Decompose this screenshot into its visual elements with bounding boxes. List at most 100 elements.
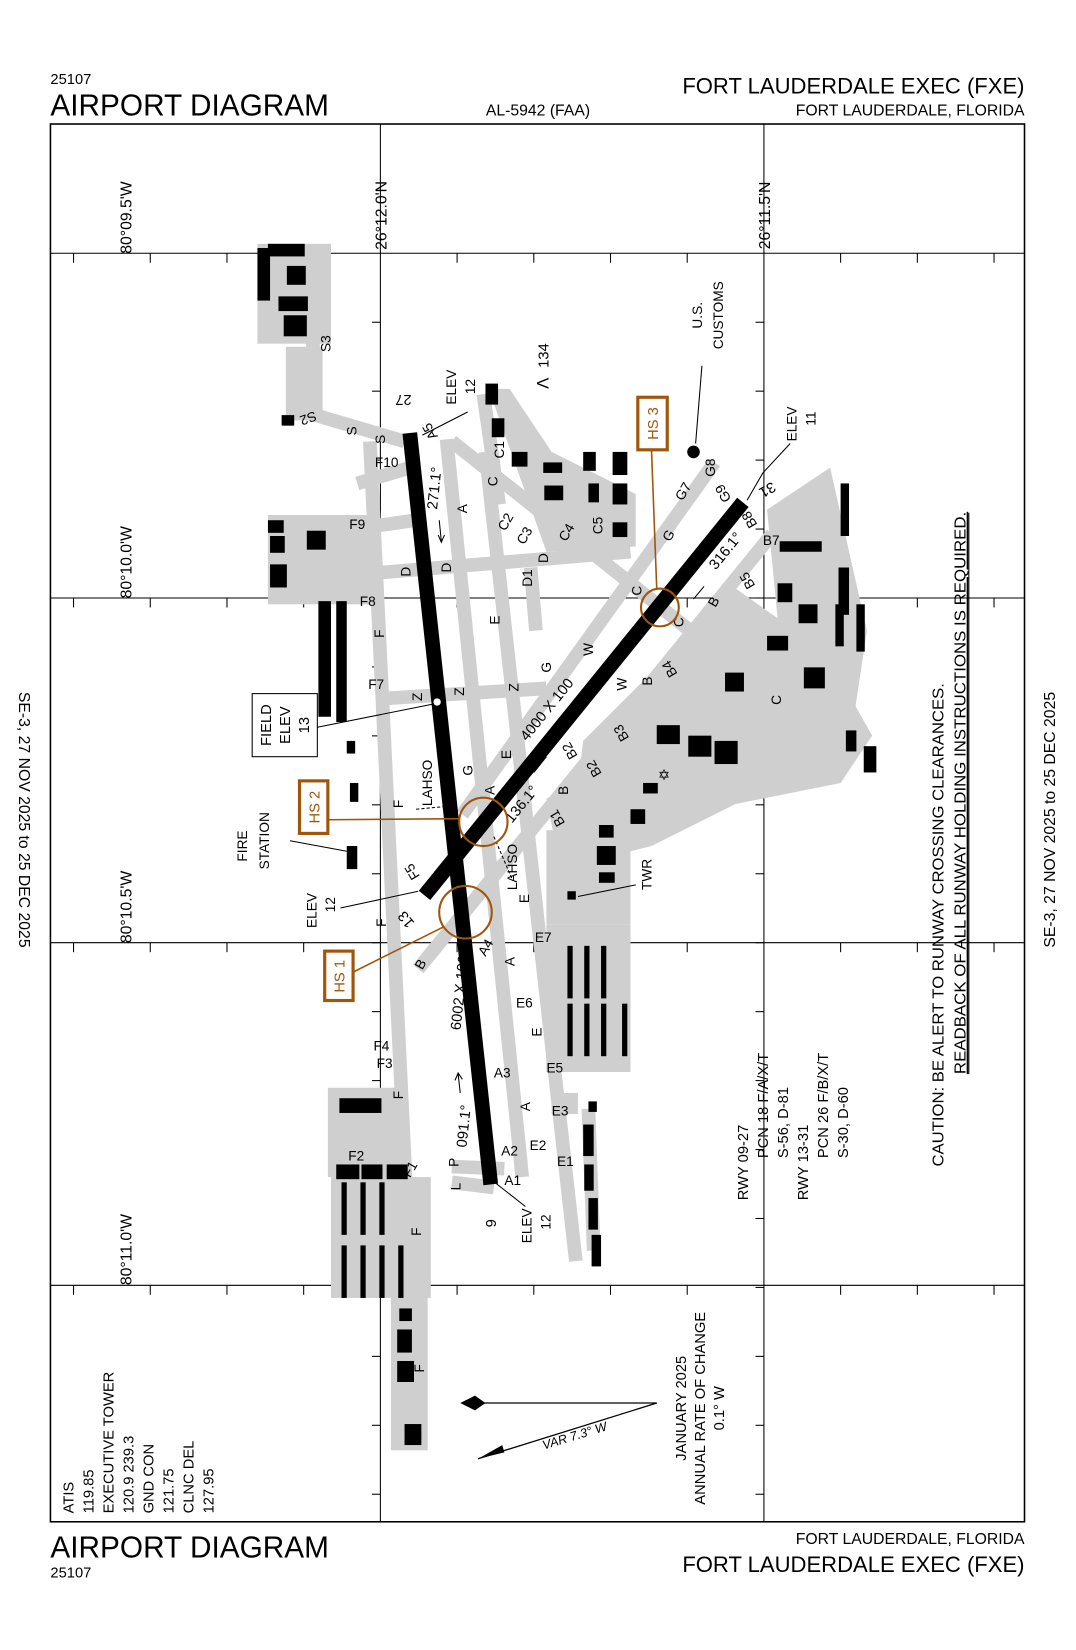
building bbox=[267, 243, 305, 257]
comm-line: GND CON bbox=[141, 1444, 157, 1513]
taxiway-label-a: A bbox=[502, 956, 517, 966]
hot-spot-2 bbox=[297, 779, 509, 848]
building bbox=[835, 604, 844, 647]
comm-line: 121.75 bbox=[161, 1468, 177, 1513]
building bbox=[643, 782, 658, 794]
longitude-label: 80°11.0'W bbox=[118, 1214, 135, 1285]
longitude-label: 80°10.5'W bbox=[118, 871, 135, 943]
building bbox=[399, 1308, 412, 1322]
effective-dates-right: SE-3, 27 NOV 2025 to 25 DEC 2025 bbox=[1042, 692, 1059, 948]
elev-9-annotation: ELEV 12 bbox=[495, 1182, 554, 1243]
taxiway-label-g9: G9 bbox=[712, 482, 734, 505]
taxiway-label-f: F bbox=[391, 1091, 406, 1099]
runway-data-block: RWY 09-27 PCN 18 F/A/X/T S-56, D-81 RWY … bbox=[736, 1053, 852, 1200]
taxiway-label-a4: A4 bbox=[475, 936, 497, 958]
building bbox=[612, 522, 628, 538]
building bbox=[838, 567, 850, 615]
building bbox=[588, 1198, 598, 1230]
footer-airport-name: FORT LAUDERDALE EXEC (FXE) bbox=[682, 1552, 1024, 1577]
elev-value: 12 bbox=[539, 1214, 554, 1229]
field-elevation-point bbox=[433, 698, 441, 706]
building bbox=[598, 825, 614, 838]
taxiway-label-b8: B8 bbox=[739, 509, 760, 531]
elev-31-annotation: ELEV 11 bbox=[746, 406, 818, 501]
taxiway-label-e: E bbox=[517, 894, 532, 903]
parking-row bbox=[584, 1003, 590, 1057]
elev-label: ELEV bbox=[444, 369, 459, 405]
taxiway-label-z: Z bbox=[410, 693, 425, 701]
taxiway-label-a: A bbox=[518, 1101, 533, 1111]
building bbox=[267, 520, 284, 533]
taxiway bbox=[377, 681, 547, 706]
tower-label: TWR bbox=[639, 859, 654, 890]
taxiway-label-b5: B5 bbox=[737, 569, 759, 591]
latitude-label: 26°12.0'N bbox=[374, 181, 391, 250]
footer-title: AIRPORT DIAGRAM bbox=[50, 1531, 328, 1565]
taxiway-label-f3: F3 bbox=[377, 1056, 393, 1071]
building bbox=[591, 1234, 602, 1267]
elev-label: ELEV bbox=[304, 892, 319, 928]
building bbox=[281, 415, 295, 426]
building bbox=[306, 530, 326, 550]
runway-9-heading: 091.1° bbox=[454, 1104, 474, 1148]
runway-data-line: PCN 26 F/B/X/T bbox=[816, 1053, 832, 1158]
building bbox=[583, 451, 596, 471]
customs-line: CUSTOMS bbox=[711, 281, 726, 349]
customs-building bbox=[687, 445, 700, 459]
building bbox=[397, 1360, 415, 1383]
elev-value: 12 bbox=[463, 379, 478, 394]
taxiway-label-e1: E1 bbox=[557, 1154, 574, 1169]
taxiway-label-f1: F1 bbox=[400, 1159, 421, 1180]
building bbox=[840, 483, 850, 536]
building bbox=[845, 730, 857, 752]
parking-row bbox=[341, 1182, 347, 1235]
fire-station-line: STATION bbox=[257, 812, 272, 869]
caution-line-2: READBACK OF ALL RUNWAY HOLDING INSTRUCTI… bbox=[953, 512, 970, 1074]
taxiway-label-s2: S2 bbox=[298, 408, 319, 428]
taxiway-label-e2: E2 bbox=[530, 1138, 547, 1153]
building bbox=[361, 1164, 383, 1180]
taxiway-label-e6: E6 bbox=[516, 995, 533, 1010]
building bbox=[346, 740, 356, 754]
taxiway-label-e3: E3 bbox=[552, 1104, 569, 1119]
building bbox=[270, 535, 285, 553]
obstacle-height: 134 bbox=[537, 343, 553, 368]
taxiway-label-c: C bbox=[629, 586, 644, 596]
parking-row bbox=[584, 945, 590, 999]
comm-line: 119.85 bbox=[82, 1469, 98, 1513]
building bbox=[803, 667, 825, 689]
taxiway-label-f: F bbox=[412, 1364, 427, 1372]
comm-line: CLNC DEL bbox=[181, 1441, 197, 1514]
taxiway bbox=[450, 1175, 495, 1195]
taxiway-label-b2: B2 bbox=[559, 740, 580, 762]
buildings-layer bbox=[257, 243, 877, 1446]
taxiway-label-c1: C1 bbox=[492, 441, 507, 458]
parking-row bbox=[601, 1003, 607, 1057]
building bbox=[630, 809, 646, 824]
latitude-label: 26°11.5'N bbox=[757, 182, 774, 250]
taxiway-label-c5: C5 bbox=[591, 516, 606, 534]
airport-name: FORT LAUDERDALE EXEC (FXE) bbox=[682, 74, 1024, 99]
customs-arrow bbox=[695, 365, 703, 444]
building bbox=[286, 265, 306, 285]
taxiway-label-w: W bbox=[581, 643, 596, 656]
elev-value: 11 bbox=[803, 411, 818, 425]
runway-data-line: S-30, D-60 bbox=[836, 1087, 852, 1158]
hot-spot-2-label: HS 2 bbox=[307, 791, 323, 824]
building bbox=[612, 483, 628, 505]
taxiway-label-b7: B7 bbox=[763, 533, 780, 548]
building bbox=[283, 315, 307, 337]
taxiway-label-g: G bbox=[539, 662, 554, 673]
elev-label: ELEV bbox=[784, 406, 799, 442]
building bbox=[511, 451, 528, 467]
building bbox=[714, 740, 738, 765]
taxiway-label-s: S bbox=[373, 435, 388, 444]
building bbox=[544, 485, 564, 501]
effective-dates-left: SE-3, 27 NOV 2025 to 25 DEC 2025 bbox=[15, 692, 32, 948]
apron bbox=[546, 777, 610, 852]
taxiway-label-c: C bbox=[485, 476, 500, 486]
fire-station-annotation: FIRE STATION bbox=[235, 812, 347, 869]
communications-block: ATIS 119.85 EXECUTIVE TOWER 120.9 239.3 … bbox=[62, 1372, 218, 1514]
hot-spot-1 bbox=[323, 884, 493, 1003]
building bbox=[688, 735, 712, 757]
